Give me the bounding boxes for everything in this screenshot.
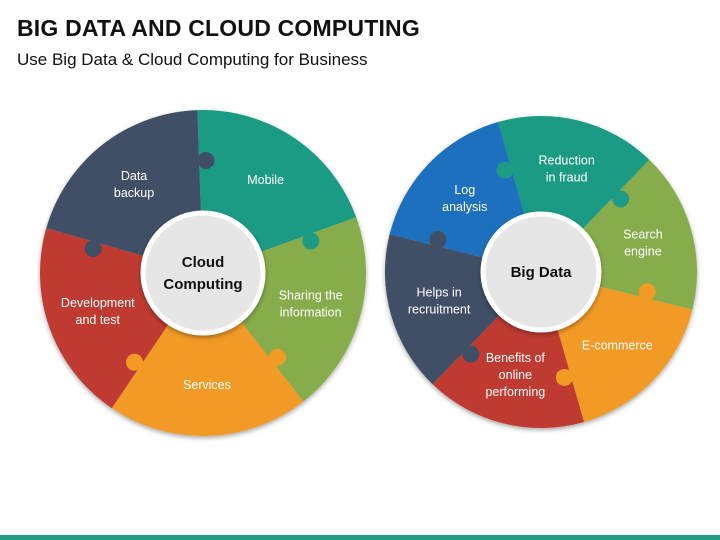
segment-label: Data — [121, 169, 147, 183]
puzzle-segment-search-engine — [582, 159, 698, 310]
page-subtitle: Use Big Data & Cloud Computing for Busin… — [17, 50, 368, 69]
segment-label: E-commerce — [582, 339, 653, 353]
segment-label: information — [280, 305, 342, 319]
puzzle-knob — [429, 231, 447, 249]
puzzle-segments — [384, 115, 698, 429]
puzzle-knob — [302, 232, 320, 250]
puzzle-knob — [269, 348, 287, 366]
segment-label: Services — [183, 378, 231, 392]
segment-label: online — [499, 368, 532, 382]
segment-label: Development — [61, 296, 135, 310]
puzzle-knob — [638, 283, 656, 301]
bottom-accent-bar — [0, 535, 720, 540]
segment-label: Search — [623, 227, 663, 241]
segment-label: Sharing the — [279, 288, 343, 302]
segment-label: Benefits of — [486, 351, 546, 365]
segment-label: in fraud — [546, 171, 588, 185]
puzzle-segments — [39, 110, 367, 436]
puzzle-segment-helps-in-recruitment — [384, 234, 500, 385]
segment-label: recruitment — [408, 303, 471, 317]
segment-label: and test — [76, 313, 121, 327]
puzzle-knob — [126, 353, 144, 371]
segment-label: Log — [454, 183, 475, 197]
page-title: BIG DATA AND CLOUD COMPUTING — [17, 15, 420, 41]
segment-label: backup — [114, 186, 154, 200]
puzzle-segment-reduction-in-fraud — [498, 115, 650, 229]
puzzle-segment-data-backup — [46, 110, 201, 256]
puzzle-segment-e-commerce — [557, 286, 693, 422]
puzzle-segment-services — [111, 321, 304, 436]
puzzle-knob — [496, 161, 514, 179]
segment-label: Mobile — [247, 173, 284, 187]
puzzle-knob — [84, 240, 102, 258]
puzzle-knob — [612, 190, 630, 208]
puzzle-knob — [197, 152, 215, 170]
segment-label: performing — [485, 385, 545, 399]
puzzle-knob — [555, 368, 573, 386]
center-circle — [140, 210, 266, 336]
puzzle-segment-log-analysis — [389, 122, 525, 258]
segment-label: engine — [624, 244, 662, 258]
center-circle — [480, 211, 602, 333]
puzzle-knob — [462, 345, 480, 363]
segment-label: Helps in — [417, 286, 462, 300]
center-label: Big Data — [511, 264, 573, 281]
puzzle-segment-benefits-of-online-performing — [432, 315, 584, 429]
segment-label: Reduction — [538, 154, 594, 168]
segment-label: analysis — [442, 200, 487, 214]
puzzle-segment-mobile — [197, 110, 357, 252]
center-label: Cloud — [182, 254, 225, 271]
center-label: Computing — [163, 276, 242, 293]
